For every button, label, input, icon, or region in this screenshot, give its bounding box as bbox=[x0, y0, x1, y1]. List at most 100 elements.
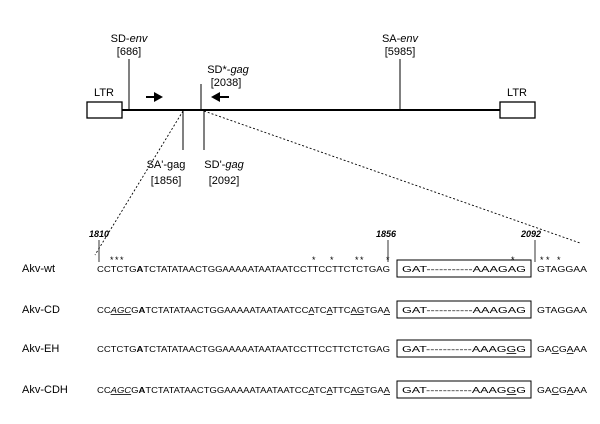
sa-prime-gag-position: [1856] bbox=[151, 175, 182, 187]
boxed-exon-sequence: GAT-----------AAAGAG bbox=[402, 306, 526, 315]
downstream-sequence-part: C bbox=[552, 345, 560, 354]
construct-name: Akv-wt bbox=[22, 263, 55, 275]
sd-star-gag-position: [2038] bbox=[211, 77, 242, 89]
boxed-exon-sequence-part: GAT-----------AAAG bbox=[402, 345, 507, 354]
upstream-sequence-part: TTC bbox=[332, 386, 351, 395]
sd-prime-gag-position: [2092] bbox=[209, 175, 240, 187]
downstream-sequence: GTAGGAA bbox=[537, 306, 588, 315]
sa-env-position: [5985] bbox=[385, 46, 416, 58]
upstream-sequence-part: G bbox=[131, 306, 138, 315]
upstream-sequence-part: TGA bbox=[364, 306, 384, 315]
boxed-exon-sequence-part: G bbox=[507, 345, 517, 354]
ltr-left-box bbox=[86, 101, 123, 119]
svg-text:*: * bbox=[360, 255, 364, 265]
upstream-sequence-part: TCTATATAACTGGAAAAATAATAATCC bbox=[145, 386, 308, 395]
construct-name: Akv-CD bbox=[22, 304, 60, 316]
upstream-sequence-part: A bbox=[139, 386, 146, 395]
upstream-sequence-part: A bbox=[136, 345, 143, 354]
upstream-sequence-part: CC bbox=[97, 386, 111, 395]
primer-forward-arrow bbox=[146, 92, 163, 102]
downstream-sequence-part: AA bbox=[574, 345, 588, 354]
downstream-sequence-part: A bbox=[567, 386, 575, 395]
upstream-sequence-part: A bbox=[136, 265, 143, 274]
upstream-sequence-part: A bbox=[327, 386, 334, 395]
svg-text:*: * bbox=[557, 255, 561, 265]
sa-prime-gag-label: SA'-gag bbox=[147, 159, 186, 171]
position-2092: 2092 bbox=[520, 229, 541, 239]
zoom-line-right bbox=[203, 110, 581, 244]
boxed-exon-sequence-part: G bbox=[516, 386, 526, 395]
sd-env-label: SD-env bbox=[111, 33, 149, 45]
svg-text:*: * bbox=[120, 255, 124, 265]
svg-text:*: * bbox=[355, 255, 359, 265]
ltr-right-label: LTR bbox=[507, 87, 527, 99]
exon-box bbox=[396, 300, 532, 319]
svg-text:*: * bbox=[386, 255, 390, 265]
position-1810: 1810 bbox=[89, 229, 109, 239]
sd-prime-gag-label: SD'-gag bbox=[204, 159, 244, 171]
sa-env-label: SA-env bbox=[382, 33, 420, 45]
upstream-sequence-part: TCTATATAACTGGAAAAATAATAATCC bbox=[145, 306, 308, 315]
svg-text:*: * bbox=[540, 255, 544, 265]
exon-box bbox=[396, 380, 532, 399]
upstream-sequence-part: G bbox=[131, 386, 138, 395]
upstream-sequence-part: A bbox=[308, 306, 315, 315]
ltr-right-box bbox=[499, 101, 536, 119]
downstream-sequence-part: G bbox=[559, 345, 567, 354]
svg-text:*: * bbox=[546, 255, 550, 265]
sd-env-position: [686] bbox=[117, 46, 141, 58]
construct-name: Akv-CDH bbox=[22, 384, 68, 396]
downstream-sequence: GTAGGAA bbox=[537, 265, 588, 274]
downstream-sequence-part: GA bbox=[537, 386, 552, 395]
boxed-exon-sequence: GAT-----------AAAGAG bbox=[402, 265, 526, 274]
upstream-sequence-part: AG bbox=[351, 386, 365, 395]
upstream-sequence-part: AGC bbox=[109, 386, 131, 395]
upstream-sequence-part: TC bbox=[314, 386, 327, 395]
svg-text:*: * bbox=[110, 255, 114, 265]
primer-reverse-arrow bbox=[211, 92, 229, 102]
upstream-sequence-part: AG bbox=[351, 306, 365, 315]
downstream-sequence-part: GTAGGAA bbox=[537, 265, 588, 274]
downstream-sequence-part: GTAGGAA bbox=[537, 306, 588, 315]
upstream-sequence-part: TC bbox=[314, 306, 327, 315]
downstream-sequence-part: A bbox=[567, 345, 575, 354]
upstream-sequence-part: AGC bbox=[109, 306, 131, 315]
downstream-sequence-part: AA bbox=[574, 386, 588, 395]
svg-text:*: * bbox=[115, 255, 119, 265]
upstream-sequence-part: A bbox=[384, 306, 391, 315]
position-1856: 1856 bbox=[376, 229, 397, 239]
upstream-sequence-part: CC bbox=[97, 306, 111, 315]
downstream-sequence-part: G bbox=[559, 386, 567, 395]
zoom-line-left bbox=[94, 110, 184, 256]
exon-box bbox=[396, 339, 532, 358]
exon-box bbox=[396, 259, 532, 278]
sd-star-gag-label: SD*-gag bbox=[207, 64, 249, 76]
upstream-sequence-part: A bbox=[384, 386, 391, 395]
downstream-sequence-part: GA bbox=[537, 345, 552, 354]
boxed-exon-sequence-part: G bbox=[516, 345, 526, 354]
svg-text:*: * bbox=[312, 255, 316, 265]
upstream-sequence-part: CCTCTG bbox=[97, 265, 136, 274]
upstream-sequence-part: TGA bbox=[364, 386, 384, 395]
upstream-sequence-part: A bbox=[327, 306, 334, 315]
construct-name: Akv-EH bbox=[22, 343, 59, 355]
upstream-sequence-part: A bbox=[308, 386, 315, 395]
downstream-sequence-part: C bbox=[552, 386, 560, 395]
upstream-sequence-part: CCTCTG bbox=[97, 345, 136, 354]
upstream-sequence-part: TCTATATAACTGGAAAAATAATAATCCTTCCTTCTCTGAG bbox=[143, 265, 390, 274]
svg-text:*: * bbox=[330, 255, 334, 265]
ltr-left-label: LTR bbox=[94, 87, 114, 99]
boxed-exon-sequence-part: G bbox=[507, 386, 517, 395]
